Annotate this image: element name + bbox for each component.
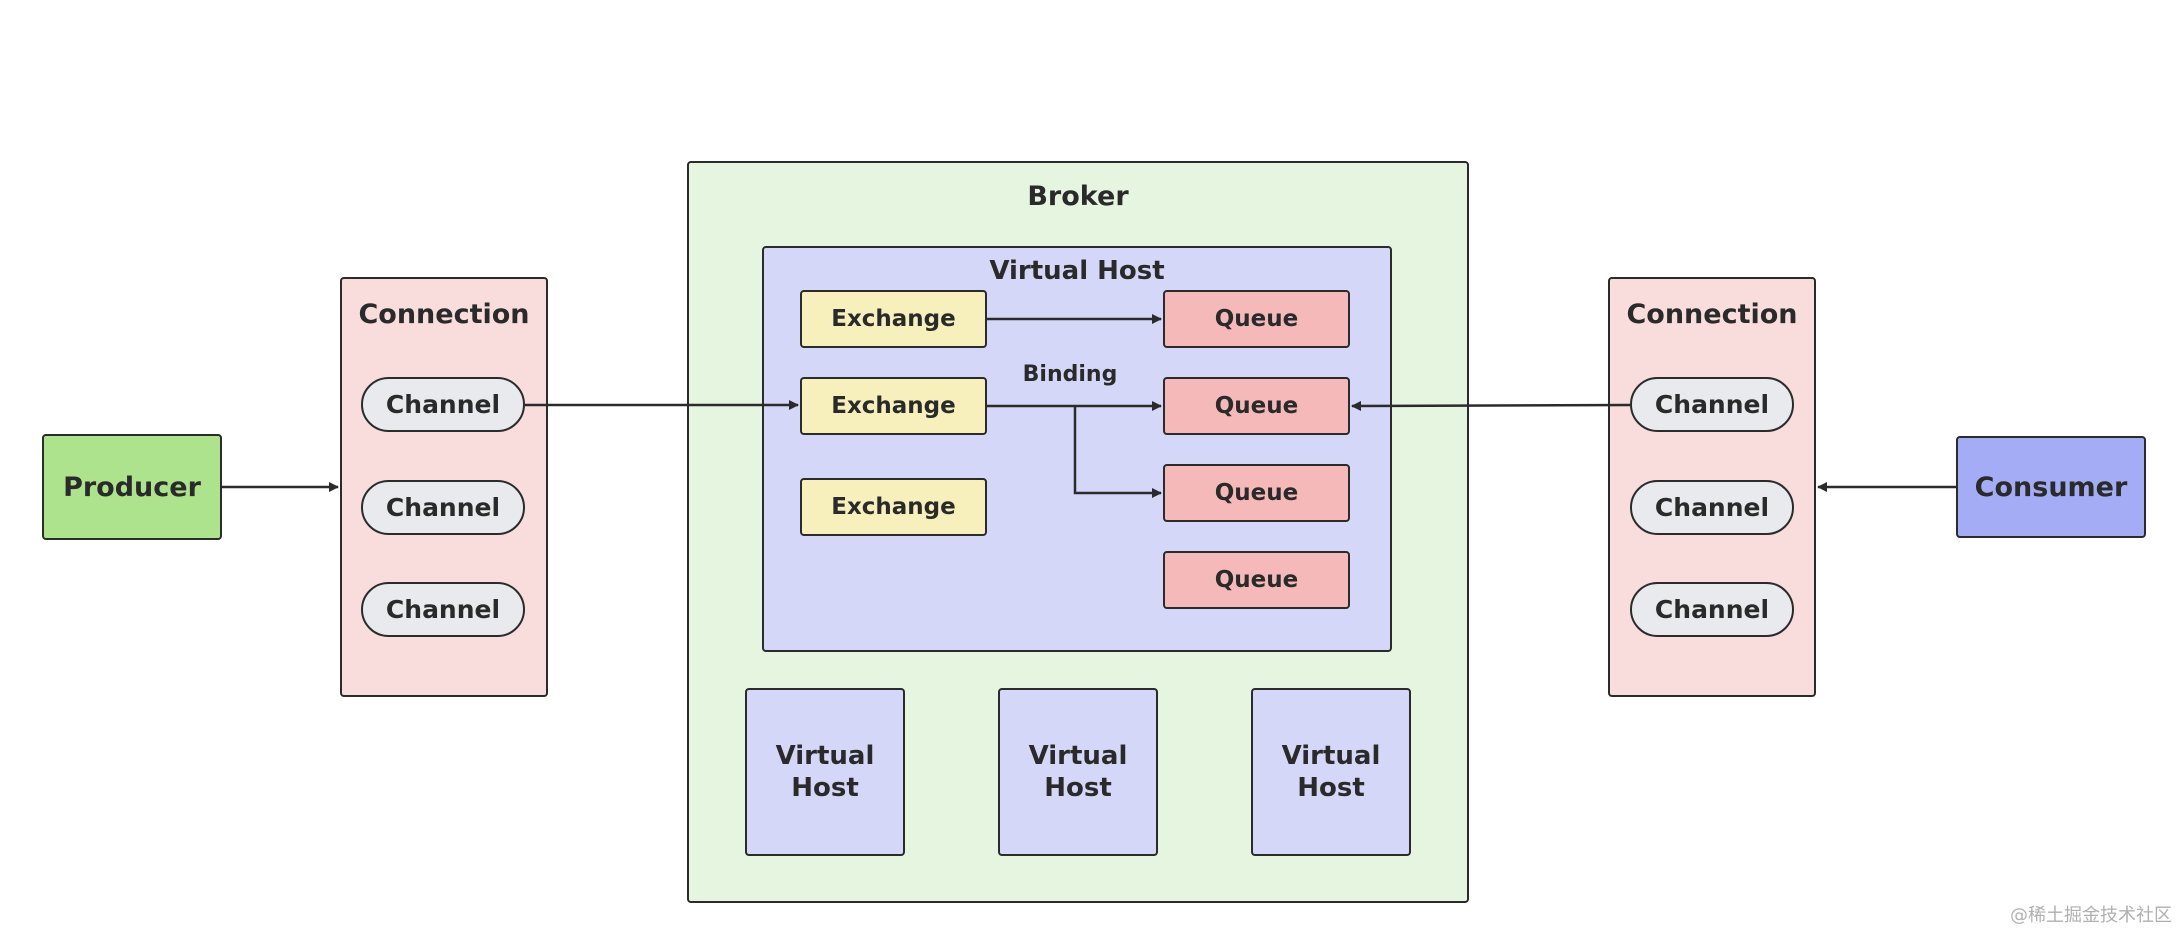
channel-label: Channel [1654, 595, 1770, 624]
exchange-2: Exchange [800, 377, 987, 435]
producer-label: Producer [63, 471, 201, 503]
right-connection-title: Connection [1626, 299, 1798, 330]
queue-1: Queue [1163, 290, 1350, 348]
channel-label: Channel [385, 493, 501, 522]
queue-label: Queue [1214, 480, 1299, 506]
arrow-channel-to-queue2 [1351, 400, 1631, 411]
watermark: @稀土掘金技术社区 [2010, 905, 2172, 926]
left-connection-title: Connection [358, 299, 530, 330]
channel-label: Channel [385, 595, 501, 624]
queue-2: Queue [1163, 377, 1350, 435]
left-channel-3: Channel [361, 582, 525, 637]
binding-label: Binding [1022, 362, 1118, 387]
virtual-host-4: Virtual Host [1251, 688, 1411, 856]
exchange-3: Exchange [800, 478, 987, 536]
vhost-line1: Virtual [1281, 741, 1381, 771]
right-channel-1: Channel [1630, 377, 1794, 432]
vhost-line1: Virtual [1028, 741, 1128, 771]
queue-label: Queue [1214, 393, 1299, 419]
exchange-label: Exchange [831, 393, 956, 419]
queue-3: Queue [1163, 464, 1350, 522]
right-channel-2: Channel [1630, 480, 1794, 535]
right-channel-3: Channel [1630, 582, 1794, 637]
exchange-label: Exchange [831, 306, 956, 332]
virtual-host-2: Virtual Host [745, 688, 905, 856]
consumer-label: Consumer [1974, 471, 2128, 503]
vhost-line2: Host [791, 773, 859, 803]
arrow-exchange2-to-queue3 [1073, 406, 1162, 498]
queue-label: Queue [1214, 306, 1299, 332]
queue-4: Queue [1163, 551, 1350, 609]
vhost-line1: Virtual [775, 741, 875, 771]
producer-node: Producer [42, 434, 222, 540]
consumer-node: Consumer [1956, 436, 2146, 538]
virtual-host-3: Virtual Host [998, 688, 1158, 856]
broker-title: Broker [1027, 181, 1129, 212]
left-channel-1: Channel [361, 377, 525, 432]
main-virtual-host-title: Virtual Host [989, 256, 1165, 286]
exchange-1: Exchange [800, 290, 987, 348]
vhost-line2: Host [1044, 773, 1112, 803]
left-channel-2: Channel [361, 480, 525, 535]
channel-label: Channel [1654, 493, 1770, 522]
channel-label: Channel [1654, 390, 1770, 419]
vhost-line2: Host [1297, 773, 1365, 803]
exchange-label: Exchange [831, 494, 956, 520]
channel-label: Channel [385, 390, 501, 419]
queue-label: Queue [1214, 567, 1299, 593]
